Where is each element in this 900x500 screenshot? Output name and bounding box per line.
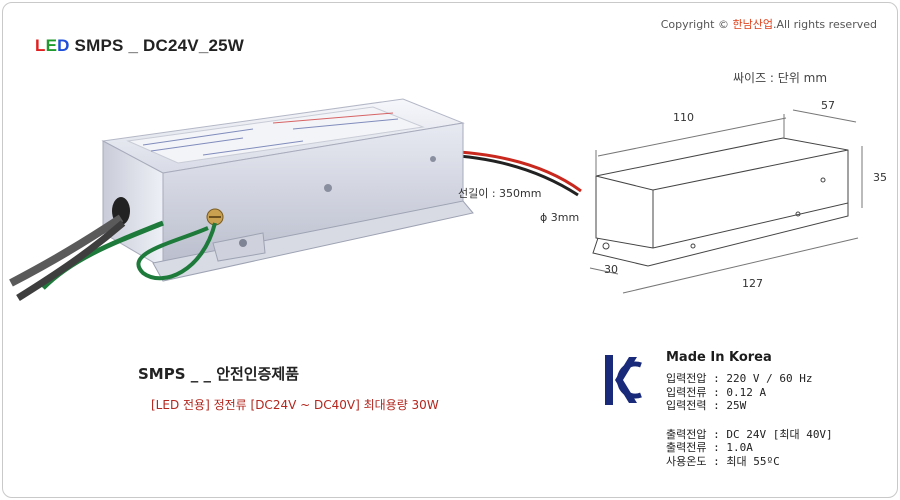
spec-list: 입력전압 : 220 V / 60 Hz 입력전류 : 0.12 A 입력전력 … [666, 372, 833, 468]
copyright-suffix: .All rights reserved [772, 18, 877, 31]
drawing-flange [592, 203, 849, 267]
drawing-top-edge [652, 149, 849, 191]
drawing-rivet [690, 243, 696, 249]
title-letter-e: E [45, 36, 58, 55]
dimension-127: 127 [742, 277, 763, 290]
dimension-30: 30 [604, 263, 618, 276]
copyright-prefix: Copyright © [660, 18, 733, 31]
drawing-hole [602, 242, 610, 250]
drawing-front-edge [595, 175, 654, 248]
spec-output-current: 출력전류 : 1.0A [666, 441, 753, 454]
dimension-hole: ϕ 3mm [540, 211, 580, 224]
dimension-110: 110 [673, 111, 694, 124]
spec-spacer [666, 413, 833, 428]
case-rivet [324, 184, 332, 192]
spec-output-voltage: 출력전압 : DC 24V [최대 40V] [666, 427, 833, 441]
label-text-lines [142, 112, 399, 156]
drawing-rivet [795, 211, 801, 217]
dimension-lines [589, 109, 863, 294]
brand-name: 한남산업 [732, 18, 773, 31]
title-letter-l: L [35, 36, 46, 55]
green-wire-loop [136, 222, 217, 281]
product-subtitle: SMPS _ _ 안전인증제품 [138, 365, 299, 383]
dimension-35: 35 [873, 171, 887, 184]
spec-operating-temp: 사용온도 : 최대 55ºC [666, 454, 780, 468]
kc-certification-icon [605, 355, 642, 405]
flange-hole [239, 239, 247, 247]
gray-cable-2 [16, 220, 126, 301]
case-label [126, 106, 425, 164]
drawing-outline [595, 137, 849, 249]
copyright-notice: Copyright © 한남산업.All rights reserved [661, 16, 877, 32]
size-unit-label: 싸이즈 : 단위 mm [733, 71, 828, 85]
title-rest: SMPS _ DC24V_25W [69, 36, 245, 55]
spec-input-current: 입력전류 : 0.12 A [666, 385, 767, 399]
made-in-label: Made In Korea [666, 350, 772, 365]
spec-input-voltage: 입력전압 : 220 V / 60 Hz [666, 372, 813, 385]
product-spec-line: [LED 전용] 정전류 [DC24V ~ DC40V] 최대용량 30W [151, 398, 439, 412]
product-title: LED SMPS _ DC24V_25W [35, 36, 244, 56]
case-rivet [430, 156, 436, 162]
product-photo [9, 98, 582, 301]
spec-input-power: 입력전력 : 25W [666, 399, 747, 412]
gray-cable [9, 214, 124, 287]
flange-tab [212, 232, 266, 262]
dimension-drawing [589, 109, 863, 294]
title-letter-d: D [57, 36, 70, 55]
drawing-rivet [820, 177, 826, 183]
wire-length-label: 선길이 : 350mm [458, 187, 542, 200]
mounting-flange [152, 200, 474, 282]
dimension-57: 57 [821, 99, 835, 112]
